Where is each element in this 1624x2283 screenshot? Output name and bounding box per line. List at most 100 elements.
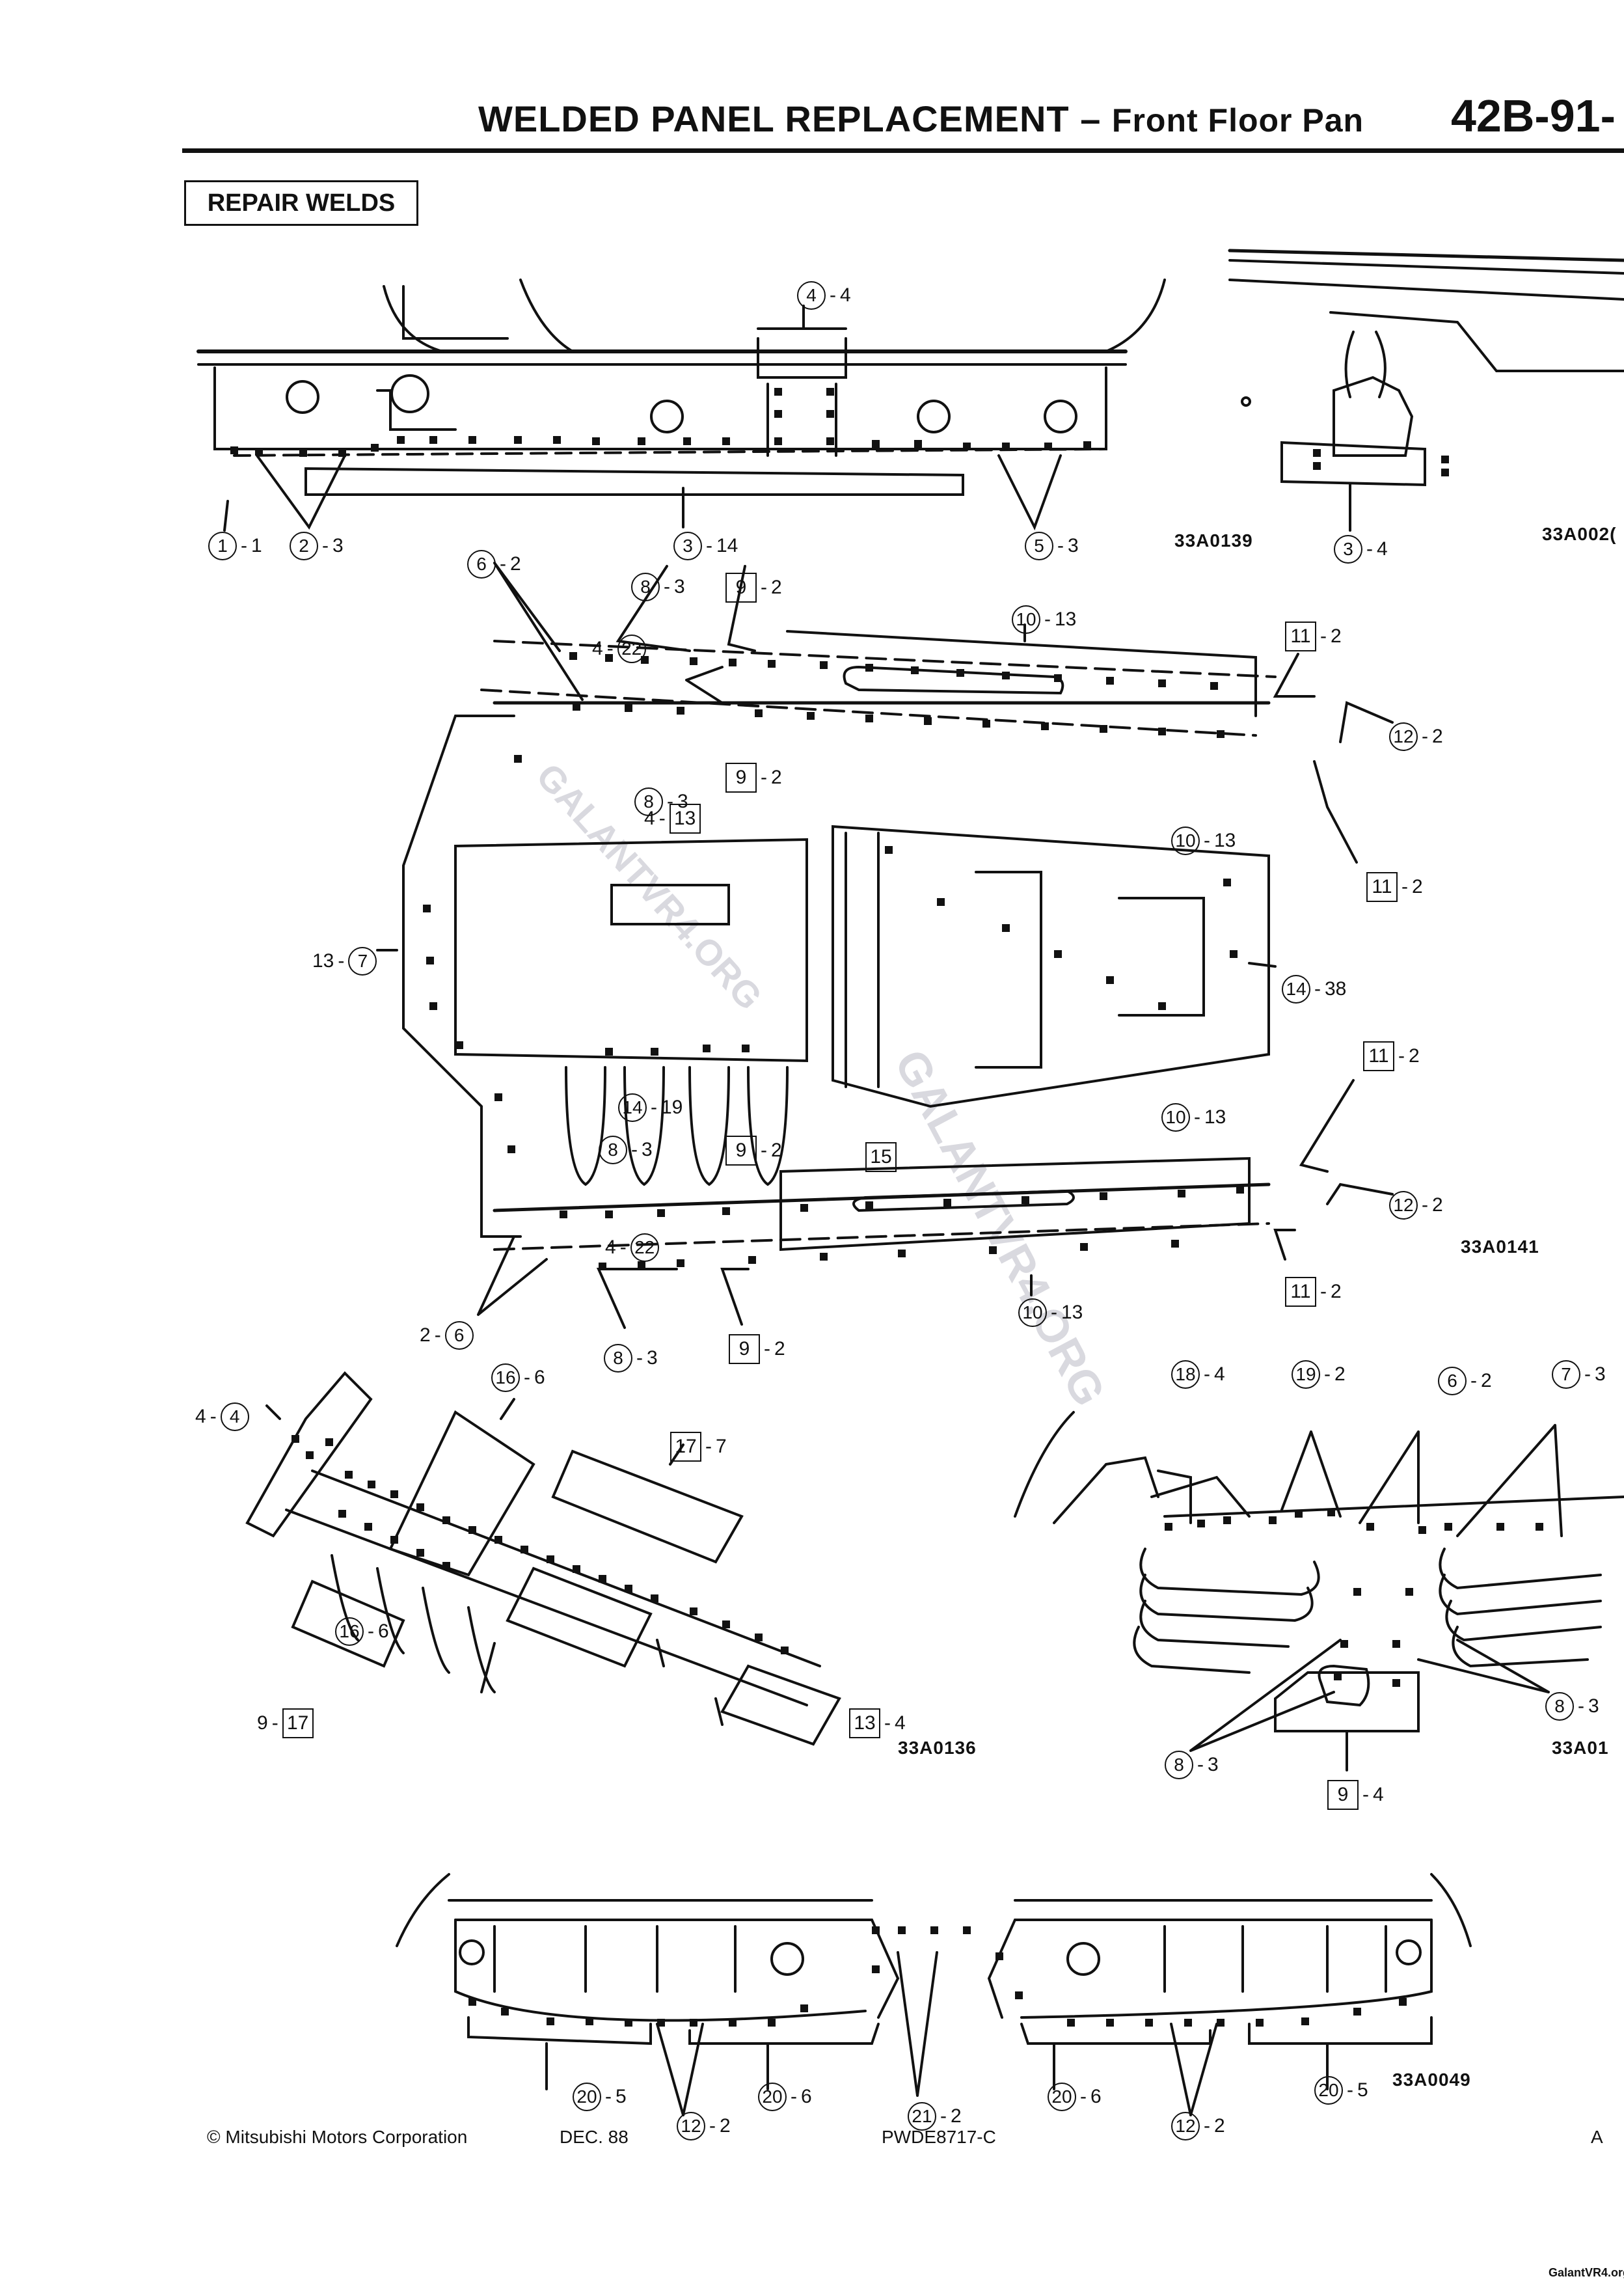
weld-callout: 8-3 bbox=[604, 1344, 658, 1373]
weld-count: 2 bbox=[771, 577, 782, 598]
weld-count: 2 bbox=[1331, 625, 1342, 647]
circled-part-number: 14 bbox=[1282, 975, 1310, 1004]
circled-part-number: 20 bbox=[1048, 2083, 1076, 2111]
callout-dash: - bbox=[667, 791, 673, 812]
weld-count: 13 bbox=[1061, 1302, 1083, 1323]
weld-count: 5 bbox=[1357, 2079, 1368, 2101]
weld-count: 2 bbox=[1409, 1045, 1420, 1067]
weld-callout: 16-6 bbox=[491, 1363, 545, 1392]
weld-callout: 6-2 bbox=[467, 550, 521, 579]
callout-dash: - bbox=[791, 2086, 797, 2107]
circled-part-number: 3 bbox=[1334, 535, 1362, 564]
boxed-part-number: 9 bbox=[725, 763, 757, 793]
weld-callout: 20-5 bbox=[573, 2083, 627, 2111]
callout-dash: - bbox=[606, 638, 614, 659]
page-title: WELDED PANEL REPLACEMENT – Front Floor P… bbox=[478, 98, 1364, 140]
weld-count: 4 bbox=[605, 1237, 616, 1258]
figure-33a0139-drawing bbox=[196, 279, 1166, 532]
weld-callout: 4-13 bbox=[644, 804, 701, 834]
callout-dash: - bbox=[658, 808, 666, 829]
weld-count: 3 bbox=[1588, 1695, 1599, 1717]
boxed-part-number: 17 bbox=[282, 1708, 314, 1738]
weld-count: 3 bbox=[332, 535, 344, 556]
weld-callout: 11-2 bbox=[1363, 1041, 1420, 1071]
weld-callout: 5-3 bbox=[1025, 532, 1079, 560]
weld-count: 1 bbox=[251, 535, 262, 556]
weld-count: 4 bbox=[195, 1406, 206, 1427]
circled-part-number: 10 bbox=[1171, 827, 1200, 855]
weld-count: 9 bbox=[257, 1712, 268, 1734]
callout-dash: - bbox=[761, 767, 767, 788]
callout-dash: - bbox=[1362, 1784, 1369, 1805]
weld-callout: 20-5 bbox=[1314, 2076, 1368, 2105]
callout-dash: - bbox=[1194, 1106, 1200, 1128]
callout-dash: - bbox=[1314, 978, 1321, 1000]
callout-dash: - bbox=[1320, 1281, 1327, 1302]
circled-part-number: 1 bbox=[208, 532, 237, 560]
circled-part-number: 10 bbox=[1012, 605, 1040, 634]
boxed-part-number: 9 bbox=[729, 1334, 760, 1364]
footer-site: GalantVR4.org bbox=[1549, 2266, 1624, 2279]
weld-callout: 8-3 bbox=[631, 573, 685, 601]
circled-part-number: 8 bbox=[599, 1136, 627, 1164]
circled-part-number: 6 bbox=[1438, 1367, 1467, 1395]
weld-callout: 19-2 bbox=[1292, 1360, 1346, 1389]
callout-dash: - bbox=[1470, 1370, 1477, 1391]
boxed-part-number: 11 bbox=[1366, 872, 1398, 902]
callout-dash: - bbox=[1401, 876, 1408, 897]
weld-callout: 1-1 bbox=[208, 532, 262, 560]
circled-part-number: 21 bbox=[908, 2102, 936, 2131]
callout-dash: - bbox=[631, 1139, 638, 1160]
weld-callout: 15 bbox=[865, 1142, 897, 1172]
figure-code: 33A002( bbox=[1542, 524, 1617, 544]
circled-part-number: 2 bbox=[290, 532, 318, 560]
callout-dash: - bbox=[1578, 1695, 1584, 1717]
weld-callout: 2-6 bbox=[420, 1321, 474, 1350]
weld-count: 4 bbox=[1377, 538, 1388, 560]
weld-count: 2 bbox=[1432, 1194, 1443, 1216]
weld-count: 13 bbox=[312, 950, 334, 972]
callout-dash: - bbox=[1398, 1045, 1405, 1067]
circled-part-number: 12 bbox=[677, 2112, 705, 2140]
figure-33a002-drawing bbox=[1228, 249, 1624, 532]
callout-dash: - bbox=[210, 1406, 217, 1427]
page-number: 42B-91- bbox=[1451, 90, 1616, 141]
callout-dash: - bbox=[241, 535, 247, 556]
weld-count: 4 bbox=[895, 1712, 906, 1734]
weld-callout: 8-3 bbox=[634, 787, 688, 816]
weld-count: 13 bbox=[1204, 1106, 1226, 1128]
weld-count: 38 bbox=[1325, 978, 1347, 1000]
callout-dash: - bbox=[1080, 2086, 1087, 2107]
callout-dash: - bbox=[1320, 625, 1327, 647]
callout-dash: - bbox=[605, 2086, 612, 2107]
circled-part-number: 8 bbox=[631, 573, 660, 601]
weld-callout: 3-4 bbox=[1334, 535, 1388, 564]
weld-count: 2 bbox=[1412, 876, 1423, 897]
callout-dash: - bbox=[830, 284, 836, 306]
boxed-part-number: 9 bbox=[1327, 1780, 1359, 1810]
weld-count: 2 bbox=[1214, 2115, 1225, 2137]
callout-dash: - bbox=[761, 577, 767, 598]
weld-callout: 12-2 bbox=[677, 2112, 731, 2140]
weld-callout: 7-3 bbox=[1552, 1360, 1606, 1389]
callout-dash: - bbox=[1197, 1754, 1204, 1775]
callout-dash: - bbox=[709, 2115, 716, 2137]
footer-corner-mark: A bbox=[1591, 2127, 1603, 2147]
callout-dash: - bbox=[651, 1097, 657, 1118]
weld-callout: 4-22 bbox=[592, 635, 646, 663]
weld-count: 4 bbox=[1373, 1784, 1384, 1805]
weld-count: 3 bbox=[674, 576, 685, 597]
weld-count: 13 bbox=[1214, 830, 1236, 851]
weld-callout: 4-4 bbox=[195, 1402, 249, 1431]
circled-part-number: 19 bbox=[1292, 1360, 1320, 1389]
callout-dash: - bbox=[500, 553, 506, 575]
circled-part-number: 12 bbox=[1171, 2112, 1200, 2140]
weld-count: 3 bbox=[647, 1347, 658, 1369]
circled-part-number: 20 bbox=[1314, 2076, 1343, 2105]
figure-code: 33A0139 bbox=[1174, 530, 1253, 551]
weld-count: 6 bbox=[534, 1367, 545, 1388]
figure-33a0136-drawing bbox=[245, 1371, 841, 1746]
callout-dash: - bbox=[1422, 1194, 1428, 1216]
weld-callout: 21-2 bbox=[908, 2102, 962, 2131]
